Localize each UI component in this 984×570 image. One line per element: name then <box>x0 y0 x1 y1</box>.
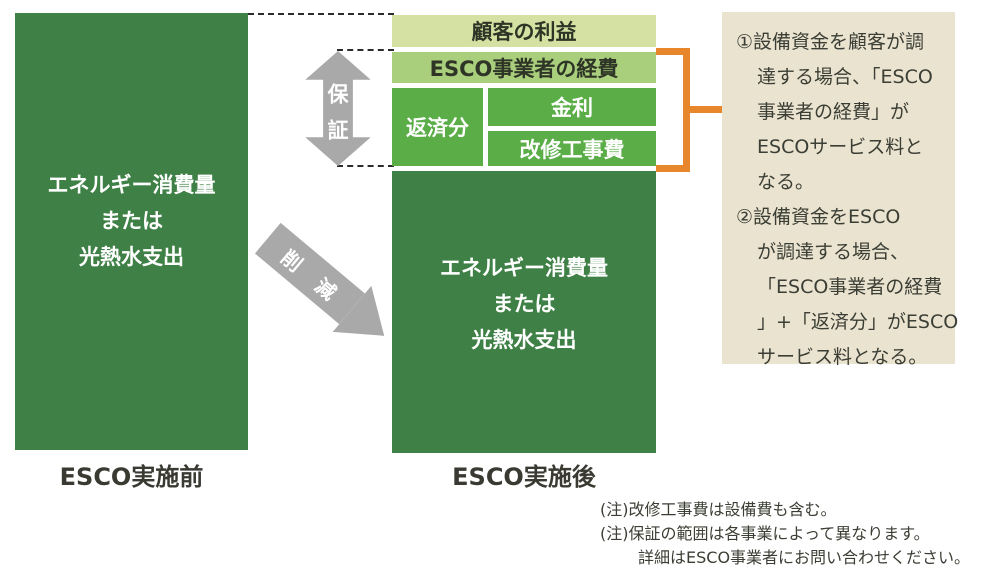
panel-line-4: ESCOサービス料と <box>757 136 924 158</box>
panel-line-1: ①設備資金を顧客が調 <box>736 31 925 53</box>
bracket-top-bar <box>656 48 690 55</box>
footnote-1: (注)改修工事費は設備費も含む。 <box>600 500 837 519</box>
before-block-line-1: エネルギー消費量 <box>47 172 216 197</box>
reduction-arrow-shaft: 削 減 <box>254 222 365 325</box>
panel-line-3: 事業者の経費」が <box>757 101 910 123</box>
panel-line-6: ②設備資金をESCO <box>736 206 901 228</box>
guarantee-arrow-icon: 保 証 <box>305 50 371 167</box>
esco-service-fee-note-panel: ①設備資金を顧客が調 達する場合、「ESCO 事業者の経費」が ESCOサービス… <box>722 12 959 368</box>
before-block-line-3: 光熱水支出 <box>79 244 184 269</box>
dashed-line-expense-top <box>337 49 394 51</box>
bracket-connector-stem <box>690 106 722 113</box>
repayment-box: 返済分 <box>392 88 483 166</box>
dashed-line-expense-bottom <box>337 165 394 167</box>
before-block-line-2: または <box>100 208 163 233</box>
reduction-arrow-icon: 削 減 <box>247 214 405 361</box>
esco-expense-box: ESCO事業者の経費 <box>392 52 656 83</box>
panel-line-8: 「ESCO事業者の経費 <box>757 276 943 298</box>
footnotes: (注)改修工事費は設備費も含む。 (注)保証の範囲は各事業によって異なります。 … <box>600 498 970 570</box>
footnote-3: 詳細はESCO事業者にお問い合わせください。 <box>638 548 971 567</box>
caption-esco-before: ESCO実施前 <box>59 463 204 491</box>
bracket-bottom-bar <box>656 165 690 172</box>
before-energy-block: エネルギー消費量 または 光熱水支出 <box>15 13 248 450</box>
footnote-2: (注)保証の範囲は各事業によって異なります。 <box>600 524 930 543</box>
after-block-line-3: 光熱水支出 <box>471 328 577 352</box>
panel-line-2: 達する場合、「ESCO <box>757 66 933 88</box>
guarantee-char-bottom: 証 <box>328 118 349 142</box>
interest-box: 金利 <box>488 88 656 126</box>
customer-profit-box: 顧客の利益 <box>392 15 656 47</box>
panel-line-5: なる。 <box>757 171 815 193</box>
panel-line-9: 」+「返済分」がESCO <box>757 311 959 333</box>
after-energy-block: エネルギー消費量 または 光熱水支出 <box>392 171 656 453</box>
reduction-char-right: 減 <box>310 273 342 305</box>
guarantee-arrow-shape <box>305 50 371 167</box>
after-block-line-1: エネルギー消費量 <box>440 256 608 280</box>
bracket-vertical-bar <box>683 48 690 172</box>
panel-line-10: サービス料となる。 <box>757 346 928 368</box>
panel-line-7: が調達する場合、 <box>757 241 910 263</box>
caption-esco-after: ESCO実施後 <box>452 463 596 491</box>
after-block-line-2: または <box>492 292 556 316</box>
reduction-char-left: 削 <box>276 244 308 277</box>
guarantee-char-top: 保 <box>327 83 350 107</box>
dashed-line-top <box>248 13 394 15</box>
renovation-cost-box: 改修工事費 <box>488 131 656 166</box>
